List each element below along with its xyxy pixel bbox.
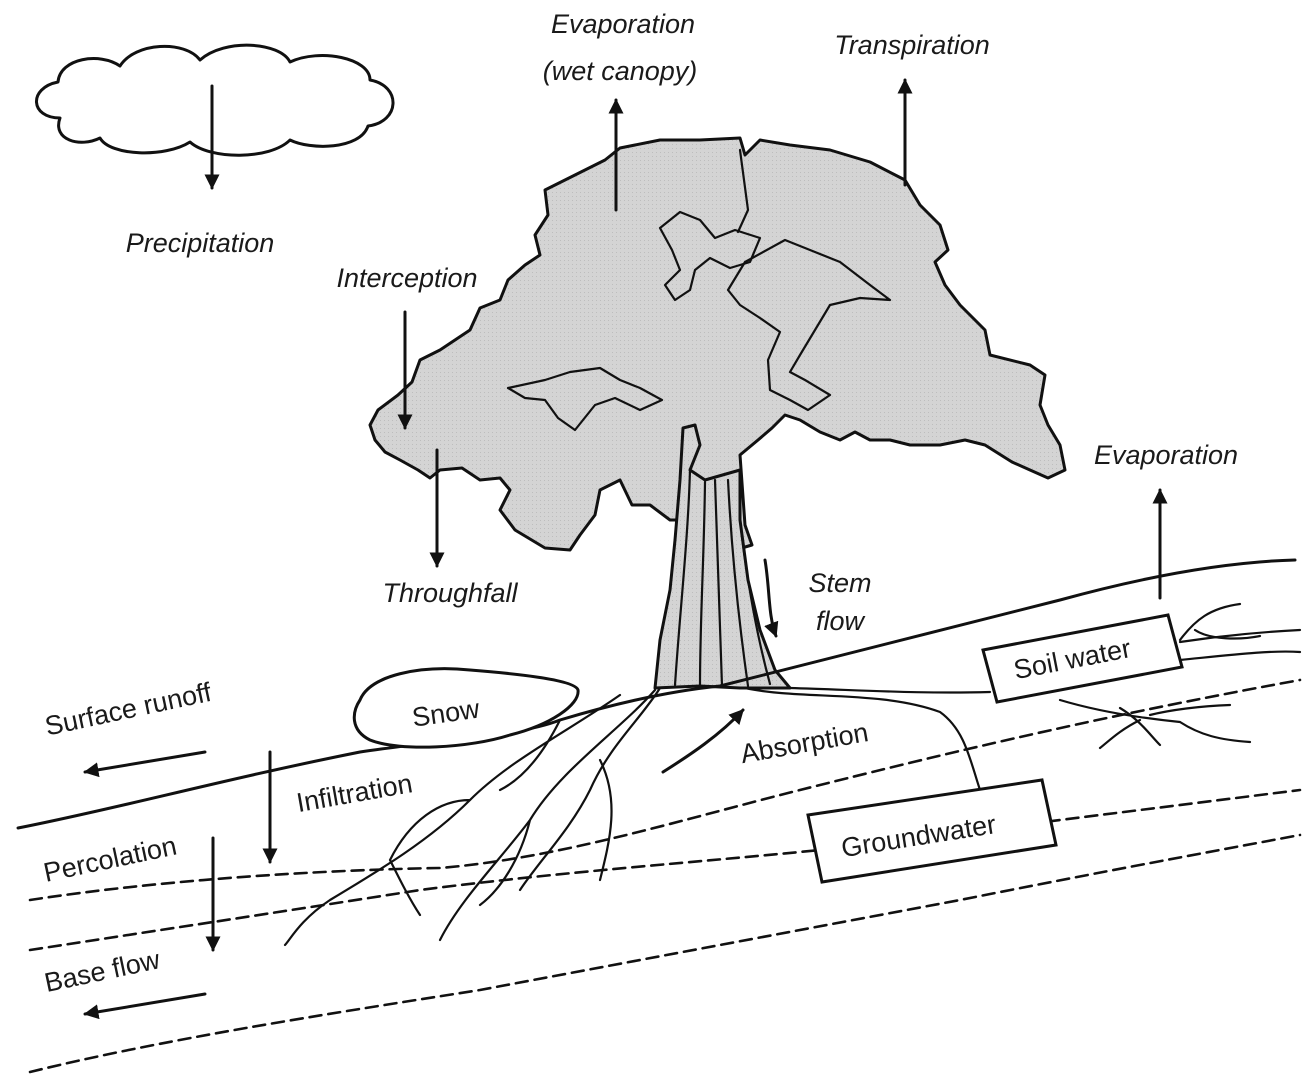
base-flow-label: Base flow — [42, 944, 163, 998]
precipitation-label: Precipitation — [126, 228, 275, 258]
base-flow-arrow — [85, 994, 205, 1014]
wet-canopy-label: (wet canopy) — [543, 56, 698, 86]
interception-label: Interception — [336, 263, 477, 293]
surface-runoff-arrow — [85, 752, 205, 772]
absorption-arrow — [663, 710, 743, 772]
infiltration-label: Infiltration — [294, 768, 414, 818]
soil-water-bottom-line — [1180, 652, 1300, 660]
stem-label: Stem — [808, 568, 871, 598]
dashed-lower — [30, 835, 1300, 1072]
throughfall-label: Throughfall — [382, 578, 518, 608]
evaporation-label: Evaporation — [1094, 440, 1238, 470]
dashed-middle — [30, 790, 1300, 950]
percolation-label: Percolation — [41, 830, 179, 887]
surface-runoff-label: Surface runoff — [42, 677, 214, 742]
stem-flow-arrow — [765, 560, 776, 636]
evaporation-wet-canopy-label: Evaporation — [551, 9, 695, 39]
flow-label: flow — [816, 606, 866, 636]
cloud-shape — [36, 45, 393, 155]
absorption-label: Absorption — [738, 717, 870, 769]
transpiration-label: Transpiration — [834, 30, 990, 60]
